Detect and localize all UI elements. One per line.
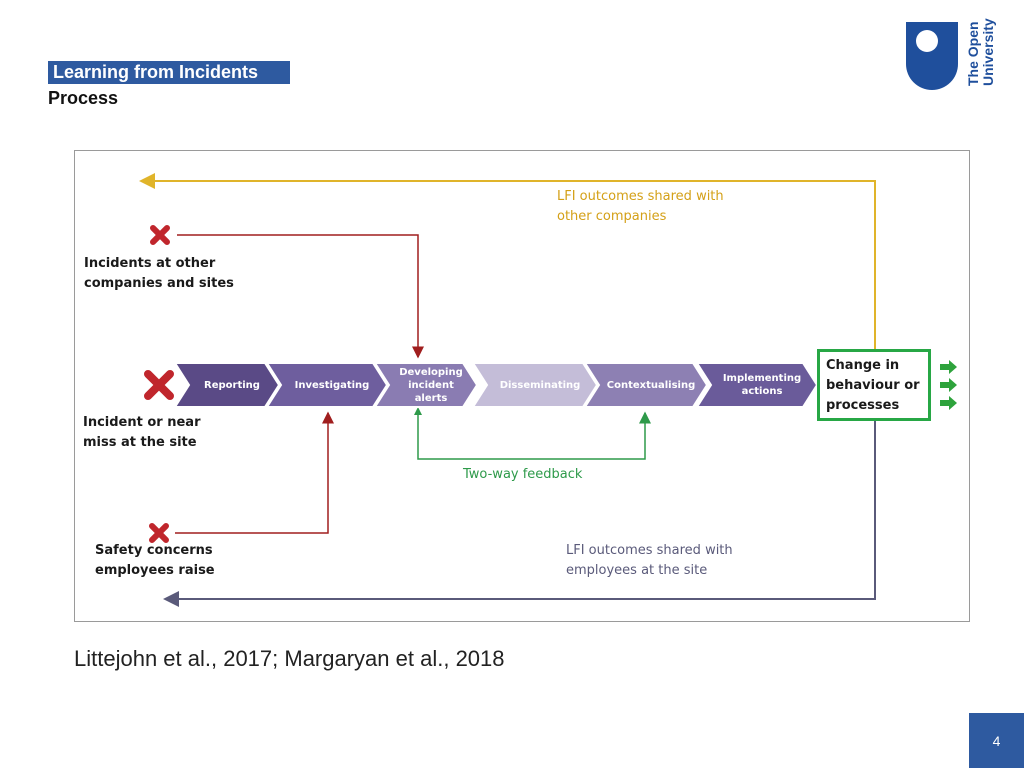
output-arrow-icon-3 — [940, 396, 957, 410]
cross-icon-other-companies — [150, 225, 170, 245]
outcome-line-3: processes — [826, 398, 900, 413]
two-way-feedback-label: Two-way feedback — [463, 467, 583, 482]
header-subtitle: Process — [48, 88, 119, 108]
input-site-incident: Incident or near miss at the site — [83, 413, 201, 453]
shield-logo-icon — [906, 22, 958, 90]
shared-companies-line-2: other companies — [557, 209, 667, 224]
shared-employees-arrow — [163, 421, 876, 607]
diagram-connectors — [139, 173, 957, 607]
step-reporting: Reporting — [204, 379, 260, 391]
input-other-companies: Incidents at other companies and sites — [84, 254, 234, 294]
logo-wordmark: The Open University — [965, 18, 996, 86]
shared-companies-label: LFI outcomes shared with other companies — [557, 187, 724, 227]
chevron-investigating — [265, 362, 389, 408]
input-safety-concerns-line-2: employees raise — [95, 563, 215, 578]
shared-employees-line-1: LFI outcomes shared with — [566, 543, 733, 558]
header-title: Learning from Incidents — [48, 61, 290, 84]
outcome-line-2: behaviour or — [826, 378, 920, 393]
other-companies-arrow — [177, 234, 424, 359]
input-other-companies-line-2: companies and sites — [84, 276, 234, 291]
step-developing-alerts: Developing incident alerts — [399, 366, 463, 404]
logo-line-1: The Open — [965, 21, 981, 86]
input-site-incident-line-2: miss at the site — [83, 435, 197, 450]
shared-companies-line-1: LFI outcomes shared with — [557, 189, 724, 204]
outcome-line-1: Change in — [826, 358, 900, 373]
chevron-implementing — [695, 362, 819, 408]
output-arrows — [940, 360, 957, 410]
output-arrow-icon-1 — [940, 360, 957, 374]
input-safety-concerns-line-1: Safety concerns — [95, 543, 213, 558]
safety-concerns-arrow — [175, 411, 334, 534]
shared-employees-label: LFI outcomes shared with employees at th… — [566, 541, 733, 581]
output-arrow-icon-2 — [940, 378, 957, 392]
shared-companies-arrow — [139, 173, 876, 349]
step-contextualising: Contextualising — [606, 379, 696, 391]
step-investigating: Investigating — [294, 379, 370, 391]
input-safety-concerns: Safety concerns employees raise — [95, 541, 215, 581]
step-disseminating: Disseminating — [499, 379, 581, 391]
process-chevrons — [173, 362, 819, 408]
outcome-change-box: Change in behaviour or processes — [817, 349, 931, 421]
logo-line-2: University — [980, 18, 996, 86]
two-way-feedback-arrow — [417, 411, 651, 460]
chevron-contextualising — [583, 362, 709, 408]
input-site-incident-line-1: Incident or near — [83, 415, 201, 430]
chevron-developing — [373, 362, 479, 408]
shared-employees-line-2: employees at the site — [566, 563, 708, 578]
feedback-arrowhead-left — [414, 407, 422, 415]
step-implementing-actions: Implementing actions — [722, 373, 802, 397]
lfi-process-diagram: LFI outcomes shared with other companies… — [74, 150, 970, 622]
chevron-disseminating — [471, 362, 599, 408]
chevron-reporting — [173, 362, 281, 408]
cross-icon-safety-concerns — [149, 523, 169, 543]
page-number: 4 — [969, 713, 1024, 768]
cross-icon-site-incident — [144, 370, 174, 400]
input-other-companies-line-1: Incidents at other — [84, 256, 216, 271]
citation: Littejohn et al., 2017; Margaryan et al.… — [74, 646, 505, 671]
